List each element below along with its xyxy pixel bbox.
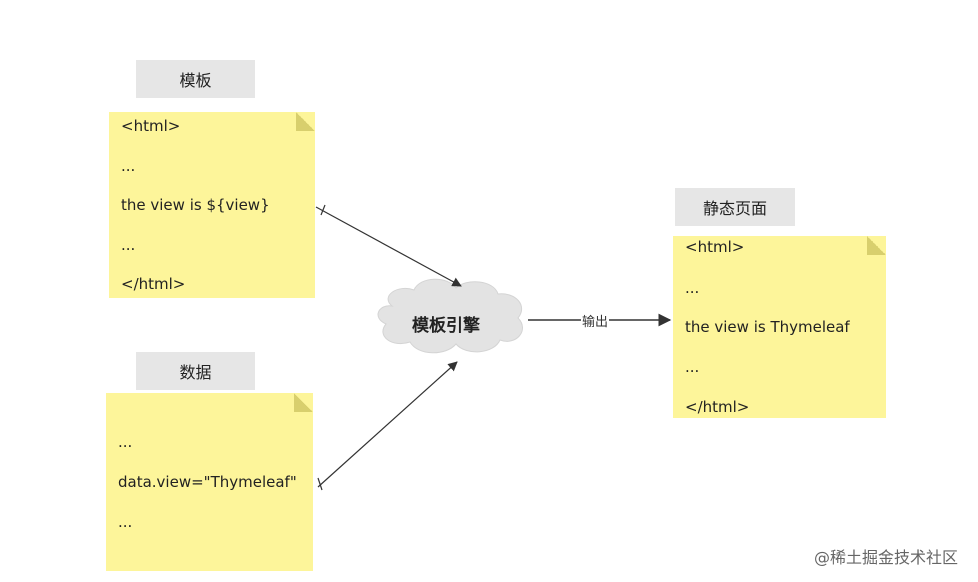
note-line: ... — [685, 358, 700, 376]
output-edge-label: 输出 — [581, 311, 610, 330]
template-note: <html> ... the view is ${view} ... </htm… — [109, 112, 315, 298]
data-label: 数据 — [136, 352, 255, 390]
note-line: data.view="Thymeleaf" — [118, 473, 297, 491]
output-label: 静态页面 — [675, 188, 795, 226]
note-line: ... — [118, 513, 133, 531]
note-line: ... — [121, 236, 136, 254]
note-fold — [294, 393, 313, 412]
watermark: @稀土掘金技术社区 — [813, 548, 958, 567]
output-note: <html> ... the view is Thymeleaf ... </h… — [673, 236, 886, 418]
note-line: <html> — [685, 238, 745, 256]
edge-data-to-engine — [317, 361, 458, 488]
engine-cloud — [377, 278, 523, 354]
note-line: </html> — [685, 398, 750, 416]
template-label: 模板 — [136, 60, 255, 98]
note-line: ... — [121, 157, 136, 175]
engine-label: 模板引擎 — [412, 316, 480, 336]
note-line: the view is ${view} — [121, 196, 270, 214]
data-note: ... data.view="Thymeleaf" ... — [106, 393, 313, 571]
note-line: ... — [685, 279, 700, 297]
edge-template-tick — [320, 204, 326, 216]
note-line: ... — [118, 433, 133, 451]
note-fold — [867, 236, 886, 255]
note-line: </html> — [121, 275, 186, 293]
edge-data-tick — [317, 477, 323, 491]
note-fold — [296, 112, 315, 131]
note-line: the view is Thymeleaf — [685, 318, 850, 336]
edge-template-to-engine — [315, 206, 462, 287]
note-line: <html> — [121, 117, 181, 135]
